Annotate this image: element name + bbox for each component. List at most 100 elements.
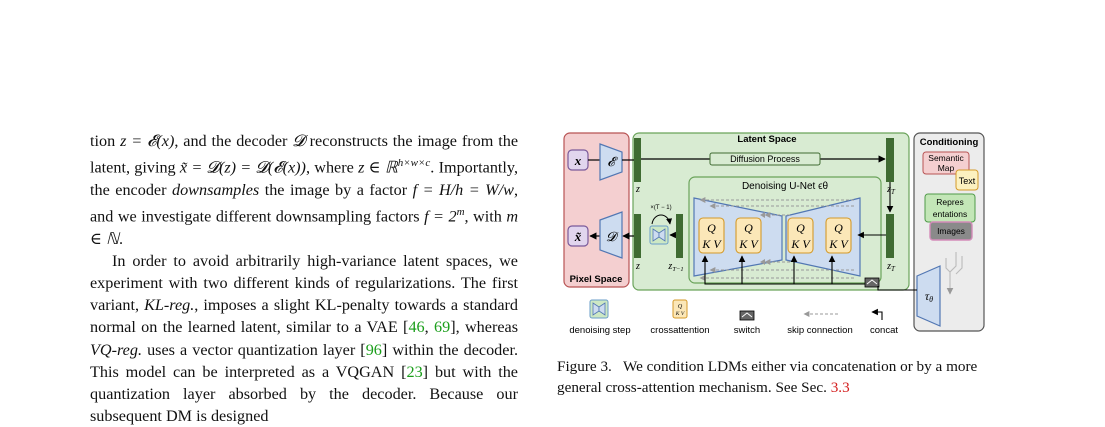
svg-text:K V: K V xyxy=(701,237,722,251)
legend-switch: switch xyxy=(734,310,760,336)
math-superscript: h×w×c xyxy=(397,157,431,170)
latent-zT-bar-top xyxy=(886,138,894,182)
text-run: , where xyxy=(305,158,359,177)
figure-caption: Figure 3. We condition LDMs either via c… xyxy=(557,356,989,398)
text-run: ] within the decoder. This model can be … xyxy=(90,340,518,381)
emphasis: KL-reg. xyxy=(144,296,195,315)
citation-link[interactable]: 46 xyxy=(408,318,425,337)
crossattention-block-4: Q K V xyxy=(825,217,852,254)
math-inline: x̃ = 𝓓(z) = 𝓓(𝓔(x)) xyxy=(179,158,306,177)
caption-text: We condition LDMs either via concatenati… xyxy=(557,358,978,396)
pixel-space-label: Pixel Space xyxy=(570,274,623,285)
cond-merge-lines xyxy=(945,252,963,295)
text-run: the image by a factor xyxy=(259,180,413,199)
legend-crossattention: Q K V crossattention xyxy=(650,299,710,336)
encoder-label: 𝓔 xyxy=(607,154,618,169)
diffusion-process-label: Diffusion Process xyxy=(730,154,800,164)
zT1-label: zT−1 xyxy=(667,261,683,273)
svg-text:K V: K V xyxy=(828,237,849,251)
body-text-column: tion z = 𝓔(x), and the decoder 𝓓 reconst… xyxy=(90,130,518,427)
svg-text:crossattention: crossattention xyxy=(650,325,709,336)
text-run: , xyxy=(424,318,435,337)
encoder-block xyxy=(599,143,623,181)
latent-z-bar xyxy=(634,138,641,182)
crossattention-block-3: Q K V xyxy=(787,217,814,254)
svg-text:Q: Q xyxy=(744,221,753,235)
math-inline: f = 2 xyxy=(424,207,457,226)
svg-text:Images: Images xyxy=(937,226,965,236)
svg-text:Q: Q xyxy=(796,221,805,235)
cond-text: Text xyxy=(955,169,979,191)
citation-link[interactable]: 96 xyxy=(365,340,382,359)
crossattention-block-2: Q K V xyxy=(735,217,762,254)
repeat-label: ×(T − 1) xyxy=(650,205,671,211)
citation-link[interactable]: 69 xyxy=(434,318,451,337)
latent-zT1-bar xyxy=(676,214,683,258)
svg-text:K V: K V xyxy=(790,237,811,251)
skip-connections xyxy=(699,197,854,281)
math-inline: f = H/h = W/w xyxy=(412,180,514,199)
svg-text:switch: switch xyxy=(734,325,760,336)
z-label: z xyxy=(635,184,640,195)
math-inline: 𝓓 xyxy=(292,132,305,150)
text-run: In order to avoid arbitrarily high-varia… xyxy=(90,251,518,315)
text-run: reconstructs the image from the latent, … xyxy=(90,132,519,177)
legend-skip-connection: skip connection xyxy=(787,311,853,336)
cond-semantic-map: Semantic Map xyxy=(922,151,970,175)
svg-text:concat: concat xyxy=(870,325,898,336)
paragraph-2: In order to avoid arbitrarily high-varia… xyxy=(90,250,518,427)
svg-text:Q: Q xyxy=(678,304,683,310)
conditioning-label: Conditioning xyxy=(920,137,979,148)
output-image-box xyxy=(567,225,589,247)
legend-denoising-step: denoising step xyxy=(569,299,631,336)
decoder-block xyxy=(599,211,623,259)
math-inline: m ∈ ℕ xyxy=(90,207,519,248)
emphasis: VQ-reg. xyxy=(90,340,142,359)
zT-top-label: zT xyxy=(886,184,896,196)
text-run: tion xyxy=(90,132,121,150)
tau-theta-encoder xyxy=(916,265,941,327)
decoder-label: 𝓓 xyxy=(606,229,619,244)
svg-text:denoising step: denoising step xyxy=(569,325,630,336)
svg-text:Q: Q xyxy=(834,221,843,235)
text-run: uses a vector quantization layer [ xyxy=(142,340,366,359)
svg-text:Text: Text xyxy=(959,176,976,186)
text-run: ] but with the quantization layer absorb… xyxy=(90,362,518,426)
paragraph-1: tion z = 𝓔(x), and the decoder 𝓓 reconst… xyxy=(90,130,518,250)
text-run: , imposes a slight KL-penalty towards a … xyxy=(90,296,518,337)
svg-text:Repres: Repres xyxy=(936,197,963,207)
zT-bottom-label: zT xyxy=(886,261,896,273)
skip-arrowheads xyxy=(760,212,765,265)
svg-text:entations: entations xyxy=(933,209,968,219)
figure-3-ldm-architecture: Pixel Space Latent Space Conditioning x … xyxy=(560,128,990,343)
text-run: , and we investigate different downsampl… xyxy=(90,180,518,226)
diffusion-process-box xyxy=(709,152,821,166)
section-ref-link[interactable]: 3.3 xyxy=(830,379,850,396)
svg-text:Map: Map xyxy=(938,163,955,173)
svg-text:K V: K V xyxy=(738,237,759,251)
legend-concat: concat xyxy=(870,308,898,336)
text-run: ], whereas xyxy=(450,318,519,337)
architecture-diagram: Pixel Space Latent Space Conditioning x … xyxy=(563,132,985,336)
latent-z-bar-bottom xyxy=(634,214,641,258)
legend: denoising step Q K V crossattention swit… xyxy=(569,299,898,336)
cond-representations: Repres entations xyxy=(924,193,976,223)
text-run: . xyxy=(119,229,124,248)
math-inline: z = 𝓔(x) xyxy=(120,132,175,150)
citation-link[interactable]: 23 xyxy=(406,362,423,381)
text-run: , with xyxy=(464,207,507,226)
caption-label: Figure 3. xyxy=(557,358,612,375)
input-x-label: x xyxy=(574,153,582,168)
output-x-tilde-label: x̃ xyxy=(574,229,582,244)
latent-space-label: Latent Space xyxy=(737,134,796,145)
switch-icon xyxy=(864,277,880,288)
unet-label: Denoising U-Net ϵθ xyxy=(742,181,829,192)
svg-text:K V: K V xyxy=(675,311,685,317)
crossattention-block-1: Q K V xyxy=(698,217,725,254)
conditioning-arrows xyxy=(701,255,870,285)
svg-text:skip connection: skip connection xyxy=(787,325,852,336)
text-run: , and the decoder xyxy=(174,132,293,150)
z-bottom-label: z xyxy=(635,261,640,272)
latent-zT-bar-bottom xyxy=(886,214,894,258)
math-inline: z ∈ ℝ xyxy=(358,158,398,177)
